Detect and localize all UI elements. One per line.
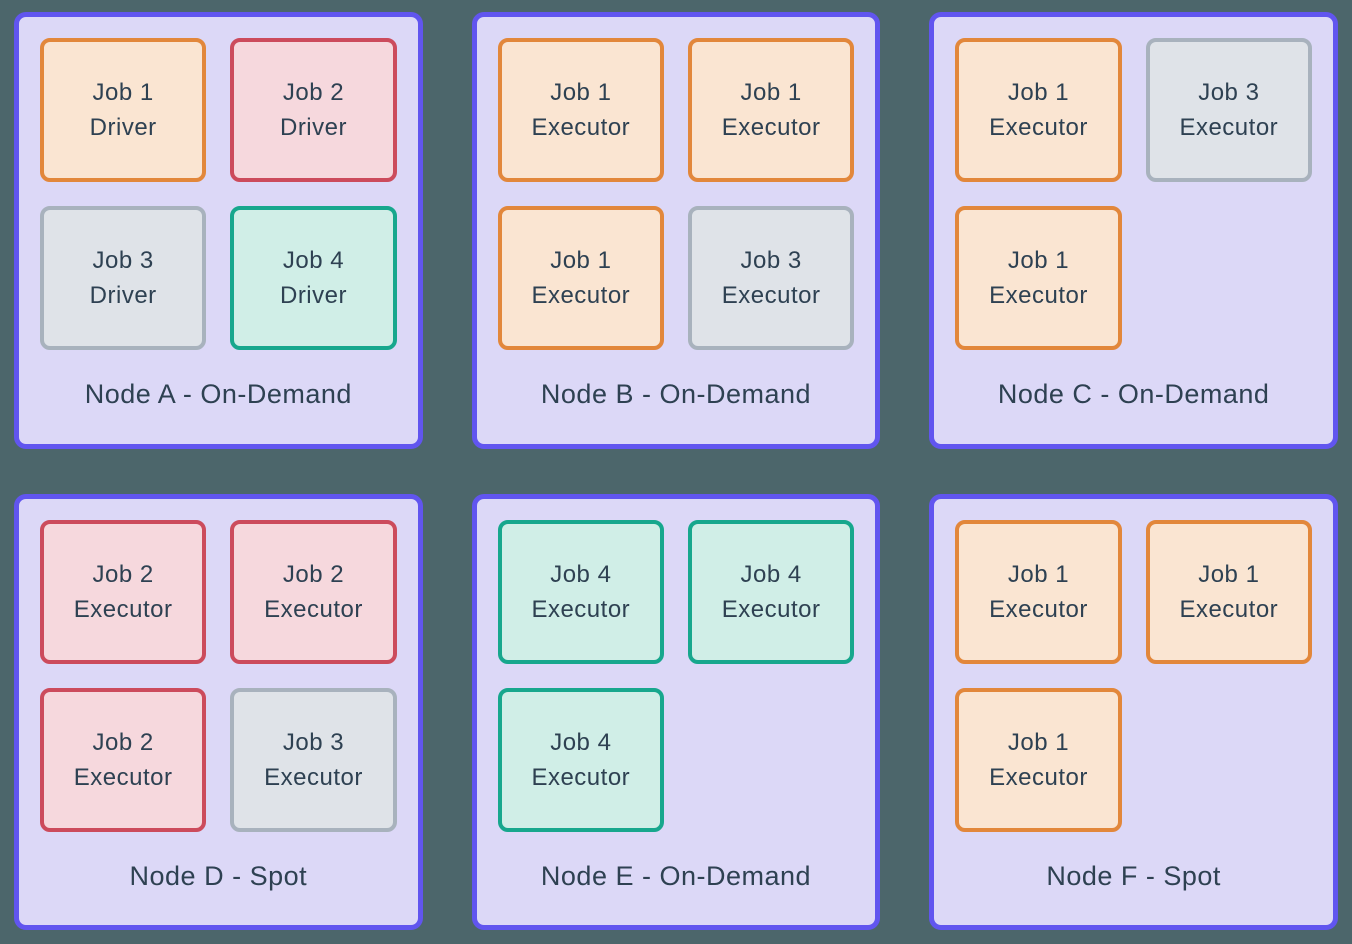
job-box-job1: Job 1 Executor (1145, 519, 1312, 664)
job-role: Executor (531, 595, 631, 623)
node-a: Job 1 Driver Job 2 Driver Job 3 Driver J… (14, 12, 423, 449)
node-e-label: Node E - On-Demand (540, 860, 812, 891)
job-role: Executor (989, 114, 1088, 141)
node-c-job-grid: Job 1 Executor Job 3 Executor Job 1 Exec… (955, 38, 1312, 350)
node-f-job-grid: Job 1 Executor Job 1 Executor Job 1 Exec… (955, 519, 1312, 832)
job-role: Executor (531, 282, 631, 309)
job-name: Job 4 (740, 560, 802, 588)
job-box-job1: Job 1 Driver (40, 38, 207, 182)
node-c-label: Node C - On-Demand (997, 379, 1270, 410)
job-name: Job 3 (740, 247, 802, 274)
job-role: Driver (89, 282, 157, 309)
job-box-job3: Job 3 Executor (230, 687, 397, 832)
job-role: Driver (89, 114, 157, 141)
job-box-job2: Job 2 Executor (230, 519, 397, 664)
job-box-job4: Job 4 Executor (497, 519, 664, 664)
job-box-job1: Job 1 Executor (955, 38, 1122, 182)
node-d-label: Node D - Spot (129, 860, 308, 891)
job-name: Job 2 (282, 79, 345, 106)
job-role: Executor (1179, 114, 1279, 141)
job-box-job2: Job 2 Driver (230, 38, 397, 182)
job-role: Executor (989, 595, 1088, 623)
job-name: Job 2 (92, 560, 154, 588)
job-box-job1: Job 1 Executor (955, 206, 1122, 350)
node-e-job-grid: Job 4 Executor Job 4 Executor Job 4 Exec… (497, 519, 855, 832)
node-f-label: Node F - Spot (1046, 860, 1221, 891)
job-name: Job 3 (92, 247, 154, 274)
job-box-job4: Job 4 Executor (687, 519, 855, 664)
job-role: Executor (264, 763, 363, 791)
job-box-job1: Job 1 Executor (955, 687, 1122, 832)
job-role: Driver (279, 282, 347, 309)
job-role: Executor (721, 114, 821, 141)
job-role: Executor (721, 595, 821, 623)
job-box-job1: Job 1 Executor (497, 206, 664, 350)
job-name: Job 1 (1007, 79, 1070, 106)
job-box-job1: Job 1 Executor (687, 38, 855, 182)
node-b-label: Node B - On-Demand (540, 379, 812, 410)
job-name: Job 1 (92, 79, 154, 106)
job-box-job4: Job 4 Executor (497, 687, 664, 832)
job-name: Job 1 (1007, 728, 1070, 756)
job-name: Job 3 (282, 728, 345, 756)
job-role: Driver (279, 114, 347, 141)
node-b-job-grid: Job 1 Executor Job 1 Executor Job 1 Exec… (497, 38, 855, 350)
job-box-job3: Job 3 Executor (687, 206, 855, 350)
job-name: Job 1 (1007, 560, 1070, 588)
job-role: Executor (264, 595, 363, 623)
job-name: Job 1 (550, 247, 612, 274)
job-name: Job 4 (282, 247, 345, 274)
job-role: Executor (989, 282, 1088, 309)
job-name: Job 2 (92, 728, 154, 756)
job-name: Job 1 (550, 79, 612, 106)
job-role: Executor (73, 763, 173, 791)
job-role: Executor (73, 595, 173, 623)
job-name: Job 3 (1198, 79, 1260, 106)
job-role: Executor (1179, 595, 1279, 623)
job-box-job1: Job 1 Executor (955, 519, 1122, 664)
job-role: Executor (989, 763, 1088, 791)
node-a-job-grid: Job 1 Driver Job 2 Driver Job 3 Driver J… (40, 38, 397, 350)
node-e: Job 4 Executor Job 4 Executor Job 4 Exec… (471, 493, 881, 930)
job-name: Job 4 (550, 560, 612, 588)
node-d-job-grid: Job 2 Executor Job 2 Executor Job 2 Exec… (40, 519, 397, 832)
node-d: Job 2 Executor Job 2 Executor Job 2 Exec… (14, 493, 423, 930)
job-name: Job 1 (1007, 247, 1070, 274)
job-box-job1: Job 1 Executor (497, 38, 664, 182)
node-a-label: Node A - On-Demand (84, 379, 352, 410)
node-b: Job 1 Executor Job 1 Executor Job 1 Exec… (471, 12, 881, 449)
node-c: Job 1 Executor Job 3 Executor Job 1 Exec… (929, 12, 1338, 449)
job-name: Job 1 (740, 79, 802, 106)
job-name: Job 2 (282, 560, 345, 588)
job-box-job3: Job 3 Driver (40, 206, 207, 350)
job-box-job4: Job 4 Driver (230, 206, 397, 350)
job-role: Executor (721, 282, 821, 309)
job-name: Job 4 (550, 728, 612, 756)
job-box-job2: Job 2 Executor (40, 519, 207, 664)
job-box-job3: Job 3 Executor (1145, 38, 1312, 182)
job-name: Job 1 (1198, 560, 1260, 588)
node-f: Job 1 Executor Job 1 Executor Job 1 Exec… (929, 493, 1338, 930)
job-role: Executor (531, 763, 631, 791)
job-box-job2: Job 2 Executor (40, 687, 207, 832)
job-role: Executor (531, 114, 631, 141)
